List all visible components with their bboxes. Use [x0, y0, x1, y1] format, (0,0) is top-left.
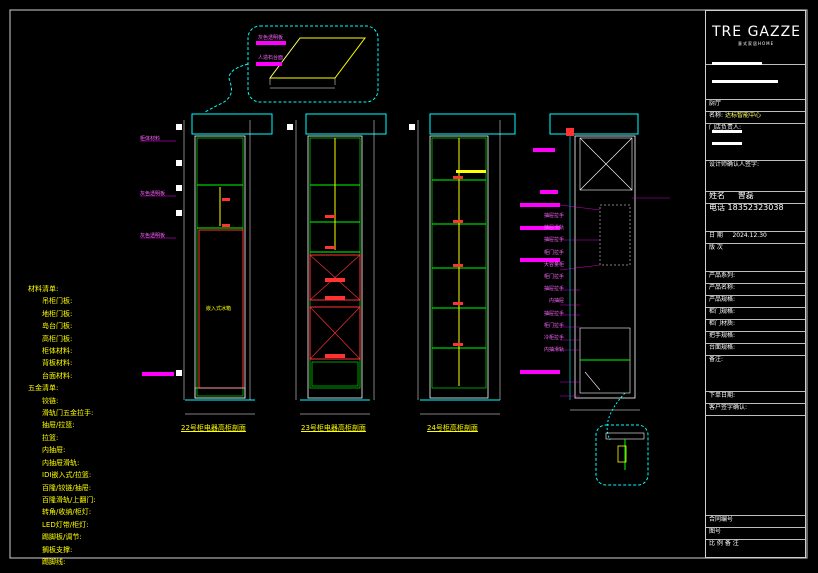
detail-callout-foot	[595, 424, 649, 486]
section-23	[287, 113, 387, 415]
tb-bar	[712, 130, 742, 133]
caption-22: 22号柜电器高柜剖面	[181, 424, 246, 432]
tb-row-11: 客户签字确认:	[706, 403, 805, 415]
door-text: 嵌入式冰箱	[206, 306, 232, 312]
caption-24: 24号柜高柜剖面	[427, 424, 478, 432]
section-22	[140, 113, 273, 415]
left-note-1: 柜体材料	[140, 136, 161, 142]
brand-logo: TRE GAZZE	[712, 24, 802, 40]
section-side	[520, 113, 670, 486]
tb-row-9: 备注:	[706, 355, 805, 367]
brand-sub: 意式家居HOME	[738, 41, 775, 46]
frame	[9, 9, 808, 559]
tb-row-10: 下单日期:	[706, 391, 805, 403]
title-block: 厨厅 名称: 达标智能中心 门店负责人: 设计师确认人签字: 姓名 曾磊 电话 …	[705, 10, 806, 558]
tb-bar	[712, 142, 742, 145]
tb-project: 名称: 达标智能中心	[706, 111, 805, 123]
tb-bar	[712, 80, 778, 83]
tb-row-4: 产品规格:	[706, 295, 805, 307]
tb-row-7: 把手规格:	[706, 331, 805, 343]
section-24	[409, 113, 516, 415]
tb-bar	[712, 62, 762, 65]
tb-row-3: 产品名称:	[706, 283, 805, 295]
tb-phone: 电话 18352323038	[706, 203, 805, 217]
material-notes: 材料清单: 吊柜门板: 地柜门板: 岛台门板: 高柜门板: 柜体材料: 背板材料…	[28, 285, 96, 566]
right-labels: 抽屉拉手 抽屉滑轨 抽屉拉手 柜门拉手 大容量柜 柜门拉手 抽屉拉手 内抽屉 抽…	[543, 213, 564, 354]
tb-row-8: 台面规格:	[706, 343, 805, 355]
tb-row-2: 产品系列:	[706, 271, 805, 283]
tb-name: 姓名 曾磊	[706, 191, 805, 203]
tb-contract: 合同编号	[706, 515, 805, 527]
tb-row-5: 柜门规格:	[706, 307, 805, 319]
callout-label-top: 灰色透明板	[258, 35, 284, 41]
left-note-2: 灰色透明板	[140, 191, 166, 197]
callout-leader	[204, 63, 249, 113]
caption-23: 23号柜电器高柜剖面	[301, 424, 366, 432]
tb-drawing-no: 图号	[706, 527, 805, 539]
tb-scale: 比 例 备 注	[706, 539, 805, 557]
tb-version: 版 次	[706, 243, 805, 255]
callout-label-mid: 人造石台面	[258, 55, 284, 61]
tb-date: 日 期 2024.12.30	[706, 231, 805, 243]
tb-row-1: 设计师确认人签字:	[706, 160, 805, 172]
tb-row-6: 柜门材质:	[706, 319, 805, 331]
tb-row-0: 门店负责人:	[706, 123, 805, 135]
left-note-3: 灰色透明板	[140, 233, 166, 239]
tb-room: 厨厅	[706, 99, 805, 111]
